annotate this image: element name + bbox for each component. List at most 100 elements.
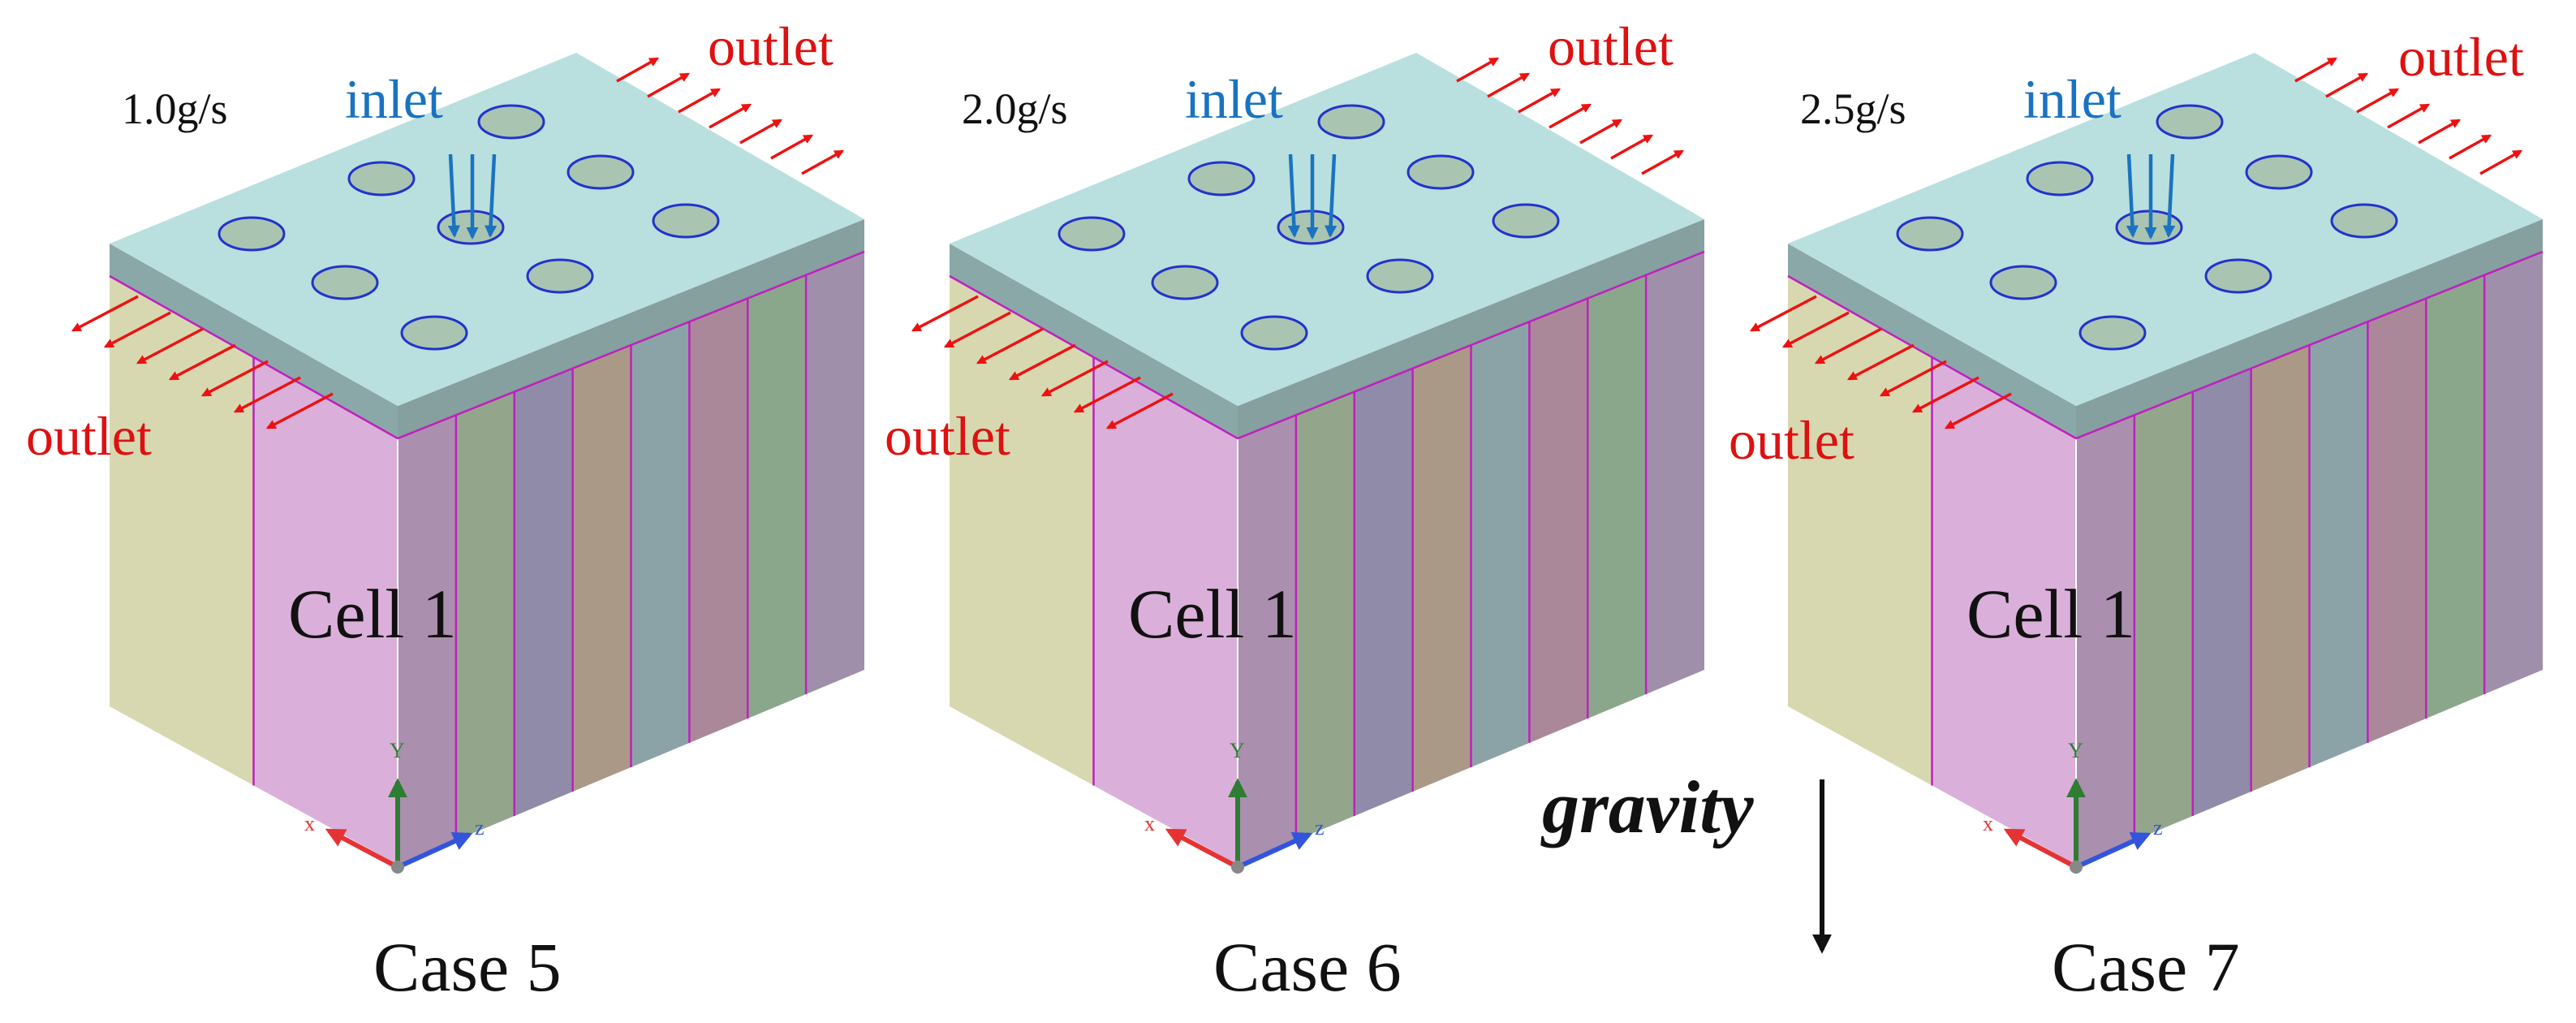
outlet-arrow — [1073, 376, 1141, 413]
axis-x-label: x — [1983, 812, 1993, 835]
outlet-side-label: outlet — [26, 405, 152, 467]
slab-edge — [949, 250, 1705, 440]
outlet-arrow — [911, 295, 979, 332]
axis-z-arrow — [1236, 832, 1313, 870]
cell-face — [1238, 415, 1296, 865]
outlet-arrow — [2387, 103, 2431, 129]
outlet-arrow — [1911, 376, 1979, 413]
outlet-arrow — [1487, 72, 1531, 98]
axis-origin — [391, 861, 404, 874]
outlet-arrow — [770, 134, 814, 160]
outlet-arrow — [709, 103, 752, 129]
coolant-hole — [1492, 203, 1560, 239]
outlet-arrow — [1814, 327, 1882, 365]
top-slab-front — [950, 244, 1238, 438]
flow-rate-label: 1.0g/s — [122, 84, 228, 133]
slab-edge — [109, 250, 865, 440]
outlet-arrow — [2418, 119, 2462, 145]
coolant-hole — [2156, 104, 2224, 140]
outlet-arrow — [168, 343, 236, 381]
axis-y-label: Y — [1230, 739, 1245, 762]
cell-face — [514, 368, 573, 816]
outlet-arrow — [1518, 88, 1562, 114]
outlet-arrow — [2449, 134, 2492, 160]
outlet-arrow — [1846, 343, 1915, 381]
outlet-arrow — [2356, 88, 2400, 114]
coolant-hole — [1058, 216, 1126, 252]
inlet-arrow — [2162, 153, 2176, 239]
outlet-top-label: outlet — [2398, 26, 2524, 88]
cell-face — [747, 274, 807, 719]
cell-label: Cell 1 — [288, 575, 457, 653]
cell-face — [2309, 322, 2368, 767]
top-slab-front — [1788, 244, 2076, 438]
cell-face — [398, 415, 456, 865]
coolant-hole — [2204, 258, 2272, 294]
cell-face — [1587, 274, 1647, 719]
axis-origin — [1231, 861, 1244, 874]
coolant-hole — [1240, 315, 1308, 351]
outlet-side-label: outlet — [1729, 409, 1854, 471]
cell-face — [110, 276, 254, 786]
cell-face — [2076, 415, 2134, 865]
cell-face — [1354, 368, 1413, 816]
outlet-arrow — [265, 392, 334, 429]
outlet-arrow — [739, 119, 783, 145]
gravity-label: gravity — [1540, 766, 1755, 848]
axis-x-arrow — [2003, 828, 2078, 870]
axis-x-arrow — [1165, 828, 1239, 870]
outlet-arrow — [1008, 343, 1076, 381]
outlet-arrow — [1040, 360, 1109, 397]
outlet-top-label: outlet — [708, 15, 834, 77]
inlet-arrow — [484, 153, 498, 239]
block-drawing: xYz — [911, 53, 1705, 874]
flow-rate-label: 2.0g/s — [962, 84, 1068, 133]
axis-y-label: Y — [2068, 739, 2083, 762]
axis-z-label: z — [2153, 816, 2163, 840]
coolant-hole — [2078, 315, 2147, 351]
cell-face — [1471, 322, 1530, 767]
outlet-arrow — [616, 57, 660, 83]
cell-face — [1788, 276, 1932, 786]
coolant-hole — [311, 265, 379, 300]
axis-x-arrow — [325, 828, 399, 870]
block-drawing: xYz — [71, 53, 865, 874]
outlet-arrow — [1749, 295, 1817, 332]
coolant-hole — [2330, 203, 2398, 239]
top-slab-right — [2076, 219, 2543, 438]
coolant-hole — [477, 104, 545, 140]
axis-z-label: z — [475, 816, 485, 840]
block-drawing: x Yz — [1749, 53, 2544, 874]
outlet-arrow — [801, 149, 845, 175]
case-panel: xYz 1.0g/s inlet outlet outlet Cell 1 Ca… — [26, 15, 865, 1006]
cell-face — [2251, 345, 2310, 792]
top-slab-front — [110, 244, 398, 438]
inlet-arrow — [2126, 153, 2139, 239]
cell-face — [2484, 252, 2543, 694]
cell-face — [2367, 298, 2427, 743]
coolant-hole — [400, 315, 468, 351]
case-panel: xYz 2.5g/s inlet outlet outlet Cell 1 Ca… — [1729, 26, 2544, 1006]
coolant-hole — [218, 216, 286, 252]
axis-z-arrow — [396, 832, 473, 870]
axis-z-arrow — [2074, 832, 2152, 870]
outlet-side-label: outlet — [885, 405, 1010, 467]
outlet-arrow — [2325, 72, 2369, 98]
inlet-label: inlet — [2023, 68, 2122, 130]
outlet-arrow — [1610, 134, 1654, 160]
coolant-hole — [566, 154, 635, 190]
outlet-arrow — [678, 88, 722, 114]
coolant-hole — [1896, 216, 1964, 252]
outlet-arrow — [2294, 57, 2338, 83]
outlet-arrow — [1879, 360, 1947, 397]
top-slab-right — [398, 219, 864, 438]
outlet-arrow — [1641, 149, 1685, 175]
cell-face — [253, 357, 398, 865]
inlet-label: inlet — [345, 68, 443, 130]
outlet-top-label: outlet — [1548, 15, 1674, 77]
case-label: Case 6 — [1213, 928, 1402, 1006]
coolant-hole — [2245, 154, 2313, 190]
outlet-arrow — [976, 327, 1044, 365]
cell-face — [1093, 357, 1238, 865]
outlet-arrow — [1105, 392, 1174, 429]
